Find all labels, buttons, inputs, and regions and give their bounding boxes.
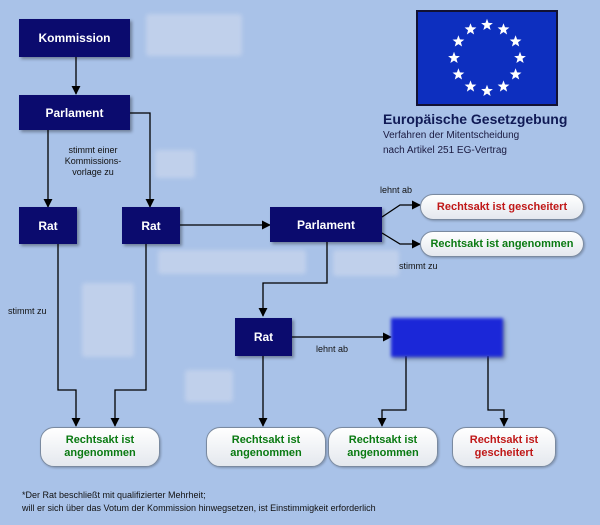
- outcome-angenommen-2: Rechtsakt ist angenommen: [206, 427, 326, 467]
- outcome-angenommen-2-line1: Rechtsakt ist: [231, 434, 301, 446]
- blurred-area: [82, 283, 134, 357]
- star-icon: [464, 80, 477, 92]
- label-vorlage-line2: Kommissions-: [64, 156, 122, 166]
- outcome-angenommen-1-line2: angenommen: [64, 447, 136, 459]
- edge-parlament2-angenommen: [381, 232, 421, 249]
- star-icon: [514, 51, 526, 64]
- star-icon: [481, 84, 493, 97]
- outcome-gescheitert-2-line2: gescheitert: [474, 447, 534, 459]
- label-stimmt-zu-left: stimmt zu: [8, 306, 47, 316]
- star-icon: [448, 51, 460, 64]
- outcome-angenommen-1: Rechtsakt ist angenommen: [40, 427, 160, 467]
- footnote-line-2: will er sich über das Votum der Kommissi…: [22, 503, 376, 513]
- outcome-angenommen-2-line2: angenommen: [230, 447, 302, 459]
- label-lehnt-ab-mid: lehnt ab: [316, 344, 349, 354]
- star-icon: [497, 23, 510, 35]
- outcome-gescheitert-right: Rechtsakt ist gescheitert: [420, 194, 584, 220]
- outcome-angenommen-3-line2: angenommen: [347, 447, 419, 459]
- edge-blurred-gescheitert2: [487, 356, 509, 427]
- blurred-node: [391, 318, 503, 357]
- blurred-area: [158, 250, 306, 274]
- outcome-gescheitert-2: Rechtsakt ist gescheitert: [452, 427, 556, 467]
- outcome-gescheitert-2-line1: Rechtsakt ist: [469, 434, 539, 446]
- blurred-area: [155, 150, 195, 178]
- node-kommission: Kommission: [19, 19, 130, 57]
- label-vorlage-line3: vorlage zu: [72, 167, 114, 177]
- edge-rat2-angenommen1: [110, 244, 147, 427]
- star-icon: [452, 68, 465, 80]
- footnote-line-1: *Der Rat beschließt mit qualifizierter M…: [22, 490, 206, 500]
- edge-parlament2-rat3: [258, 242, 328, 317]
- star-icon: [509, 68, 522, 80]
- blurred-area: [146, 14, 242, 56]
- blurred-area: [185, 370, 233, 402]
- subtitle-line-1: Verfahren der Mitentscheidung: [383, 130, 520, 141]
- eu-flag: [416, 10, 558, 106]
- star-icon: [497, 80, 510, 92]
- star-icon: [481, 18, 493, 31]
- page-title: Europäische Gesetzgebung: [383, 111, 568, 127]
- edge-parlament2-gescheitert: [381, 200, 421, 218]
- star-icon: [452, 35, 465, 47]
- label-vorlage-line1: stimmt einer: [68, 145, 118, 155]
- node-parlament-2: Parlament: [270, 207, 382, 242]
- star-icon: [509, 35, 522, 47]
- subtitle-line-2: nach Artikel 251 EG-Vertrag: [383, 145, 507, 156]
- blurred-area: [333, 250, 399, 276]
- edge-rat1-angenommen1: [57, 244, 81, 427]
- outcome-angenommen-3-line1: Rechtsakt ist: [348, 434, 418, 446]
- node-rat-1: Rat: [19, 207, 77, 244]
- outcome-angenommen-1-line1: Rechtsakt ist: [65, 434, 135, 446]
- label-stimmt-zu-right: stimmt zu: [399, 261, 438, 271]
- edge-parlament-rat2: [130, 112, 155, 208]
- outcome-angenommen-right: Rechtsakt ist angenommen: [420, 231, 584, 257]
- edge-blurred-angenommen3: [377, 356, 407, 427]
- label-lehnt-ab-top: lehnt ab: [380, 185, 413, 195]
- node-rat-2: Rat: [122, 207, 180, 244]
- label-vorlage: stimmt einer Kommissions- vorlage zu: [53, 145, 133, 178]
- star-icon: [464, 23, 477, 35]
- node-parlament-1: Parlament: [19, 95, 130, 130]
- eu-stars-icon: [448, 18, 526, 97]
- node-rat-3: Rat: [235, 318, 292, 356]
- outcome-angenommen-3: Rechtsakt ist angenommen: [328, 427, 438, 467]
